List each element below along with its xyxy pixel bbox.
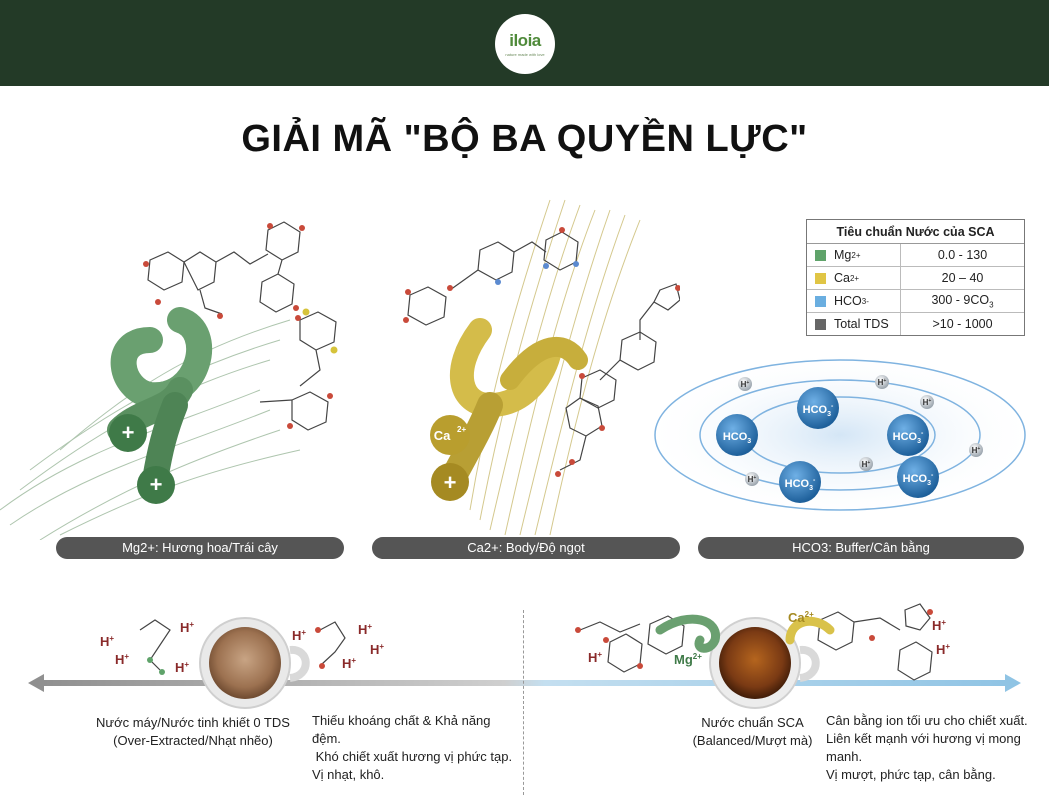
ca-illustration: Ca 2+ +	[403, 199, 680, 536]
svg-text:H+: H+	[936, 642, 950, 657]
left-caption: Nước máy/Nước tinh khiết 0 TDS (Over-Ext…	[88, 714, 298, 750]
ca-molecule-right	[559, 283, 680, 471]
svg-text:H+: H+	[100, 634, 114, 649]
svg-text:H+: H+	[180, 620, 194, 635]
mg-plus-bottom: +	[150, 472, 163, 497]
left-description: Thiếu khoáng chất & Khả năng đệm. Khó ch…	[312, 713, 513, 782]
sca-table-title: Tiêu chuẩn Nước của SCA	[807, 220, 1024, 244]
logo-tagline: nature made with love	[505, 52, 545, 57]
scale-arrow	[28, 674, 1021, 692]
svg-text:HCO3-: HCO3-	[903, 472, 934, 487]
hco3-ion-4: HCO3-	[779, 461, 821, 503]
section-divider	[523, 610, 524, 795]
svg-text:H+: H+	[748, 475, 757, 484]
ca-plus: +	[444, 470, 457, 495]
right-description: Cân bằng ion tối ưu cho chiết xuất. Liên…	[826, 713, 1028, 782]
mg-molecule-right	[259, 311, 337, 431]
ca-ion-sup: 2+	[457, 425, 466, 434]
svg-text:HCO3-: HCO3-	[803, 403, 834, 418]
svg-text:H+: H+	[342, 656, 356, 671]
svg-text:H+: H+	[932, 618, 946, 633]
pill-hco3: HCO3: Buffer/Cân bằng	[698, 537, 1024, 559]
mg-ligand-shape	[655, 614, 720, 653]
svg-text:HCO3-: HCO3-	[893, 430, 924, 445]
svg-text:H+: H+	[972, 446, 981, 455]
svg-text:H+: H+	[115, 652, 129, 667]
svg-text:H+: H+	[741, 380, 750, 389]
cup-right	[709, 617, 820, 709]
svg-text:H+: H+	[175, 660, 189, 675]
svg-text:HCO3: HCO3	[723, 431, 751, 445]
svg-text:H+: H+	[588, 650, 602, 665]
pill-mg: Mg2+: Hương hoa/Trái cây	[56, 537, 344, 559]
ca-molecule-top	[407, 231, 579, 326]
hco3-illustration: HCO3- HCO3 HCO3- HCO3- HCO3- H+ H+ H+ H+…	[640, 350, 1040, 520]
mg-ion-shape: + +	[107, 307, 213, 504]
svg-text:H+: H+	[862, 460, 871, 469]
mg-label-bottom: Mg2+	[674, 652, 702, 667]
right-caption-title: Nước chuẩn SCA	[701, 715, 804, 730]
hco3-ion-1: HCO3-	[797, 387, 839, 429]
sca-value-ca: 20 – 40	[941, 271, 984, 285]
sca-value-hco3: 300 - 9CO3	[931, 292, 994, 310]
left-caption-sub: (Over-Extracted/Nhạt nhẽo)	[113, 733, 273, 748]
hco3-protons: H+ H+ H+ H+ H+ H+	[738, 375, 983, 486]
hco3-ion-5: HCO3-	[897, 456, 939, 498]
tds-swatch	[815, 318, 826, 330]
svg-text:H+: H+	[292, 628, 306, 643]
svg-text:H+: H+	[878, 378, 887, 387]
sca-row-tds: Total TDS >10 - 1000	[807, 313, 1024, 335]
brand-logo[interactable]: iloia nature made with love	[495, 14, 555, 74]
comparison-scale: H+ H+ H+ H+ H+ H+ H+ H+ Mg2+ Ca2+ H+ H+ …	[28, 603, 1021, 709]
mg-illustration: + +	[0, 221, 338, 540]
right-caption-sub: (Balanced/Mượt mà)	[692, 733, 813, 748]
mg-swatch	[815, 249, 826, 261]
page-title: GIẢI MÃ "BỘ BA QUYỀN LỰC"	[241, 118, 808, 160]
left-caption-title: Nước máy/Nước tinh khiết 0 TDS	[96, 715, 290, 730]
sca-value-mg: 0.0 - 130	[937, 248, 988, 262]
hco3-ion-2: HCO3	[716, 414, 758, 456]
mg-plus-top: +	[122, 420, 135, 445]
hco3-orbit-rings	[654, 359, 1026, 511]
mg-oxygen-atoms	[143, 223, 305, 319]
cup-left	[199, 617, 310, 709]
hco3-swatch	[815, 295, 826, 307]
hco3-ion-3: HCO3-	[887, 414, 929, 456]
ca-ligand-shape	[785, 616, 835, 645]
header-bar: iloia nature made with love	[0, 0, 1049, 86]
mg-molecule-top	[147, 221, 301, 315]
right-caption: Nước chuẩn SCA (Balanced/Mượt mà)	[680, 714, 825, 750]
logo-text: iloia	[509, 31, 541, 50]
sca-value-tds: >10 - 1000	[932, 317, 993, 331]
ca-swatch	[815, 272, 826, 284]
svg-text:HCO3-: HCO3-	[785, 477, 816, 492]
ca-ion-shape: Ca 2+ +	[430, 318, 588, 501]
ca-ion-label: Ca	[434, 428, 451, 443]
svg-text:H+: H+	[370, 642, 384, 657]
ca-label-bottom: Ca2+	[788, 610, 814, 625]
svg-text:H+: H+	[358, 622, 372, 637]
pill-ca: Ca2+: Body/Độ ngọt	[372, 537, 680, 559]
svg-text:H+: H+	[923, 398, 932, 407]
